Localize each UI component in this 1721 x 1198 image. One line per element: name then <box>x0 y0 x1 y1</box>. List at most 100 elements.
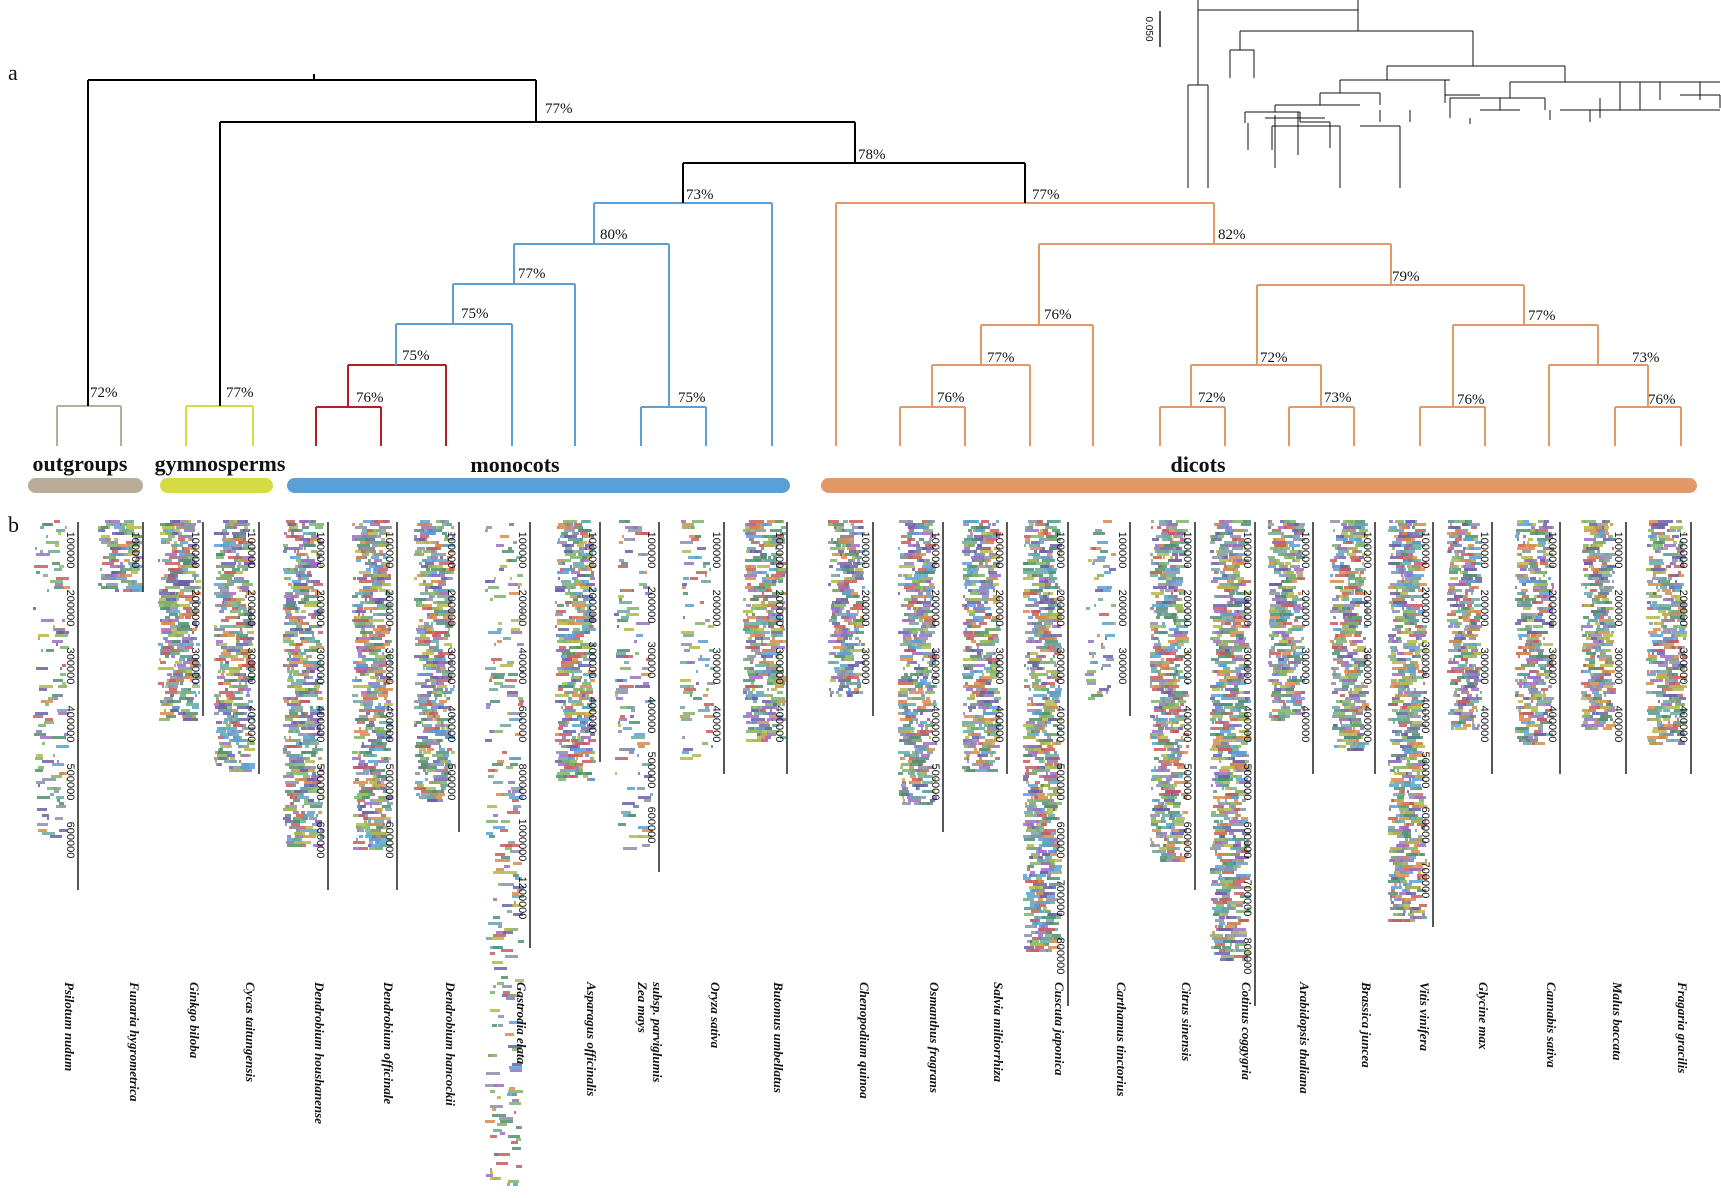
genome-block <box>680 661 693 664</box>
genome-block <box>371 664 380 667</box>
genome-block <box>237 559 243 562</box>
genome-block <box>512 1147 521 1150</box>
genome-block <box>180 541 188 544</box>
genome-block <box>451 751 455 754</box>
genome-block <box>1054 619 1059 622</box>
genome-block <box>198 691 200 694</box>
genome-block <box>232 568 240 571</box>
genome-block <box>578 733 580 736</box>
genome-block <box>1027 730 1034 733</box>
genome-block <box>234 577 244 580</box>
genome-block <box>923 586 935 589</box>
genome-block <box>354 796 369 799</box>
genome-block <box>178 622 189 625</box>
genome-block <box>968 733 979 736</box>
genome-block <box>357 637 362 640</box>
genome-block <box>698 709 710 712</box>
genome-block <box>981 583 993 586</box>
genome-block <box>101 541 118 544</box>
genome-block <box>566 730 576 733</box>
genome-block <box>987 733 998 736</box>
species-label: Psilotum nudum <box>62 982 77 1071</box>
genome-block <box>1037 766 1045 769</box>
genome-block <box>568 589 570 592</box>
genome-block <box>220 664 229 667</box>
genome-block <box>556 751 568 754</box>
genome-block <box>912 598 917 601</box>
genome-block <box>229 670 240 673</box>
genome-block <box>224 619 226 622</box>
genome-block <box>40 550 43 553</box>
genome-block <box>617 679 623 682</box>
genome-block <box>984 700 998 703</box>
genome-block <box>1030 943 1043 946</box>
genome-block <box>981 676 993 679</box>
genome-block <box>37 796 50 799</box>
genome-block <box>439 700 447 703</box>
genome-block <box>619 520 630 523</box>
genome-block <box>558 538 560 541</box>
genome-block <box>768 625 774 628</box>
genome-block <box>432 781 447 784</box>
genome-block <box>750 721 757 724</box>
genome-block <box>1042 916 1056 919</box>
genome-block <box>1046 535 1057 538</box>
genome-block <box>922 571 935 574</box>
genome-block <box>840 547 845 550</box>
genome-block <box>922 781 933 784</box>
genome-block <box>109 553 124 556</box>
genome-block <box>441 721 443 724</box>
genome-block <box>446 697 449 700</box>
genome-block <box>584 619 596 622</box>
genome-block <box>370 523 378 526</box>
genome-block <box>509 712 522 715</box>
genome-block <box>764 595 779 598</box>
genome-block <box>755 622 771 625</box>
genome-block <box>1041 718 1048 721</box>
genome-block <box>575 742 590 745</box>
genome-block <box>857 562 865 565</box>
genome-block <box>381 760 385 763</box>
genome-block <box>754 721 769 724</box>
genome-block <box>301 811 305 814</box>
genome-block <box>414 655 429 658</box>
genome-block <box>922 565 932 568</box>
genome-block <box>576 619 589 622</box>
genome-block <box>364 655 366 658</box>
genome-block <box>963 658 977 661</box>
genome-block <box>1039 739 1053 742</box>
genome-block <box>1050 796 1052 799</box>
genome-block <box>283 751 291 754</box>
genome-block <box>379 526 392 529</box>
genome-block <box>912 652 923 655</box>
genome-block <box>179 583 189 586</box>
genome-block <box>907 607 911 610</box>
genome-block <box>1086 607 1090 610</box>
genome-block <box>364 706 372 709</box>
genome-block <box>914 745 919 748</box>
genome-block <box>352 751 358 754</box>
genome-block <box>128 583 134 586</box>
genome-block <box>229 697 234 700</box>
genome-block <box>388 739 390 742</box>
genome-block <box>563 559 571 562</box>
genome-block <box>1105 634 1115 637</box>
axis-tick-label: 200000 <box>445 590 457 627</box>
genome-block <box>914 553 926 556</box>
genome-block <box>988 634 998 637</box>
genome-block <box>508 1180 519 1183</box>
genome-block <box>925 568 936 571</box>
species-label: Asparagus officinalis <box>584 981 599 1096</box>
genome-block <box>968 646 972 649</box>
genome-block <box>356 646 366 649</box>
genome-block <box>771 631 781 634</box>
genome-block <box>306 667 319 670</box>
genome-block <box>853 562 860 565</box>
axis-tick-label: 300000 <box>189 648 201 685</box>
genome-block <box>165 586 180 589</box>
genome-block <box>590 778 595 781</box>
genome-block <box>1024 562 1036 565</box>
genome-block <box>354 604 363 607</box>
genome-block <box>244 748 255 751</box>
